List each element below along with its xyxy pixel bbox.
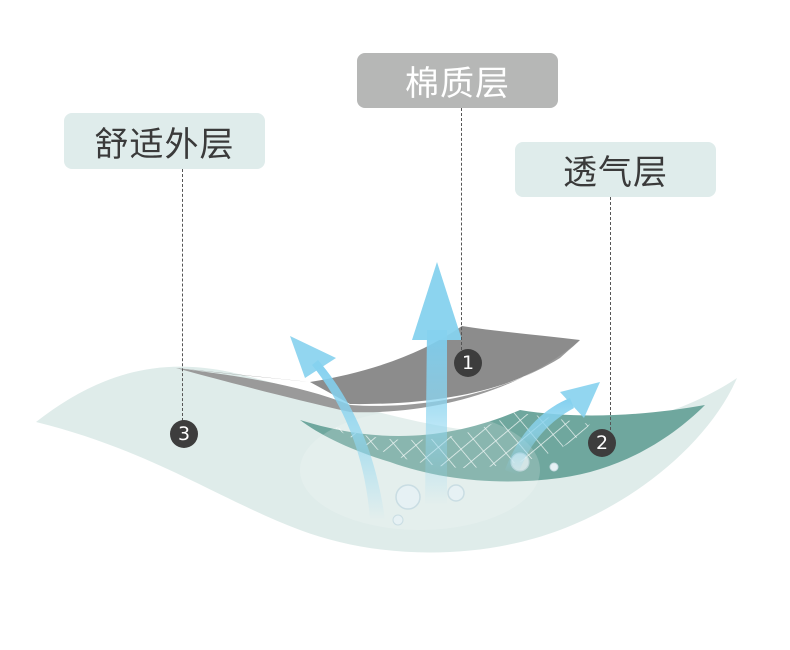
leader-line-breathable <box>610 197 611 430</box>
droplet-icon <box>549 462 559 472</box>
leader-line-outer <box>182 169 183 421</box>
cotton-layer-shadow <box>176 340 580 413</box>
airflow-arrow-right <box>505 382 600 475</box>
droplet-icon <box>447 484 465 502</box>
label-cotton-layer: 棉质层 <box>357 53 558 108</box>
leader-line-cotton <box>461 108 462 350</box>
droplet-icon <box>395 484 421 510</box>
label-outer-layer: 舒适外层 <box>64 113 265 169</box>
airflow-arrow-left <box>290 336 385 520</box>
cotton-layer-shape <box>176 326 580 405</box>
airflow-arrow-center <box>412 262 462 505</box>
highlight-glow <box>300 410 540 530</box>
badge-cotton: 1 <box>454 349 482 377</box>
droplet-icon <box>392 514 404 526</box>
label-breathable-layer: 透气层 <box>515 142 716 197</box>
badge-breathable: 2 <box>588 429 616 457</box>
badge-outer: 3 <box>170 420 198 448</box>
